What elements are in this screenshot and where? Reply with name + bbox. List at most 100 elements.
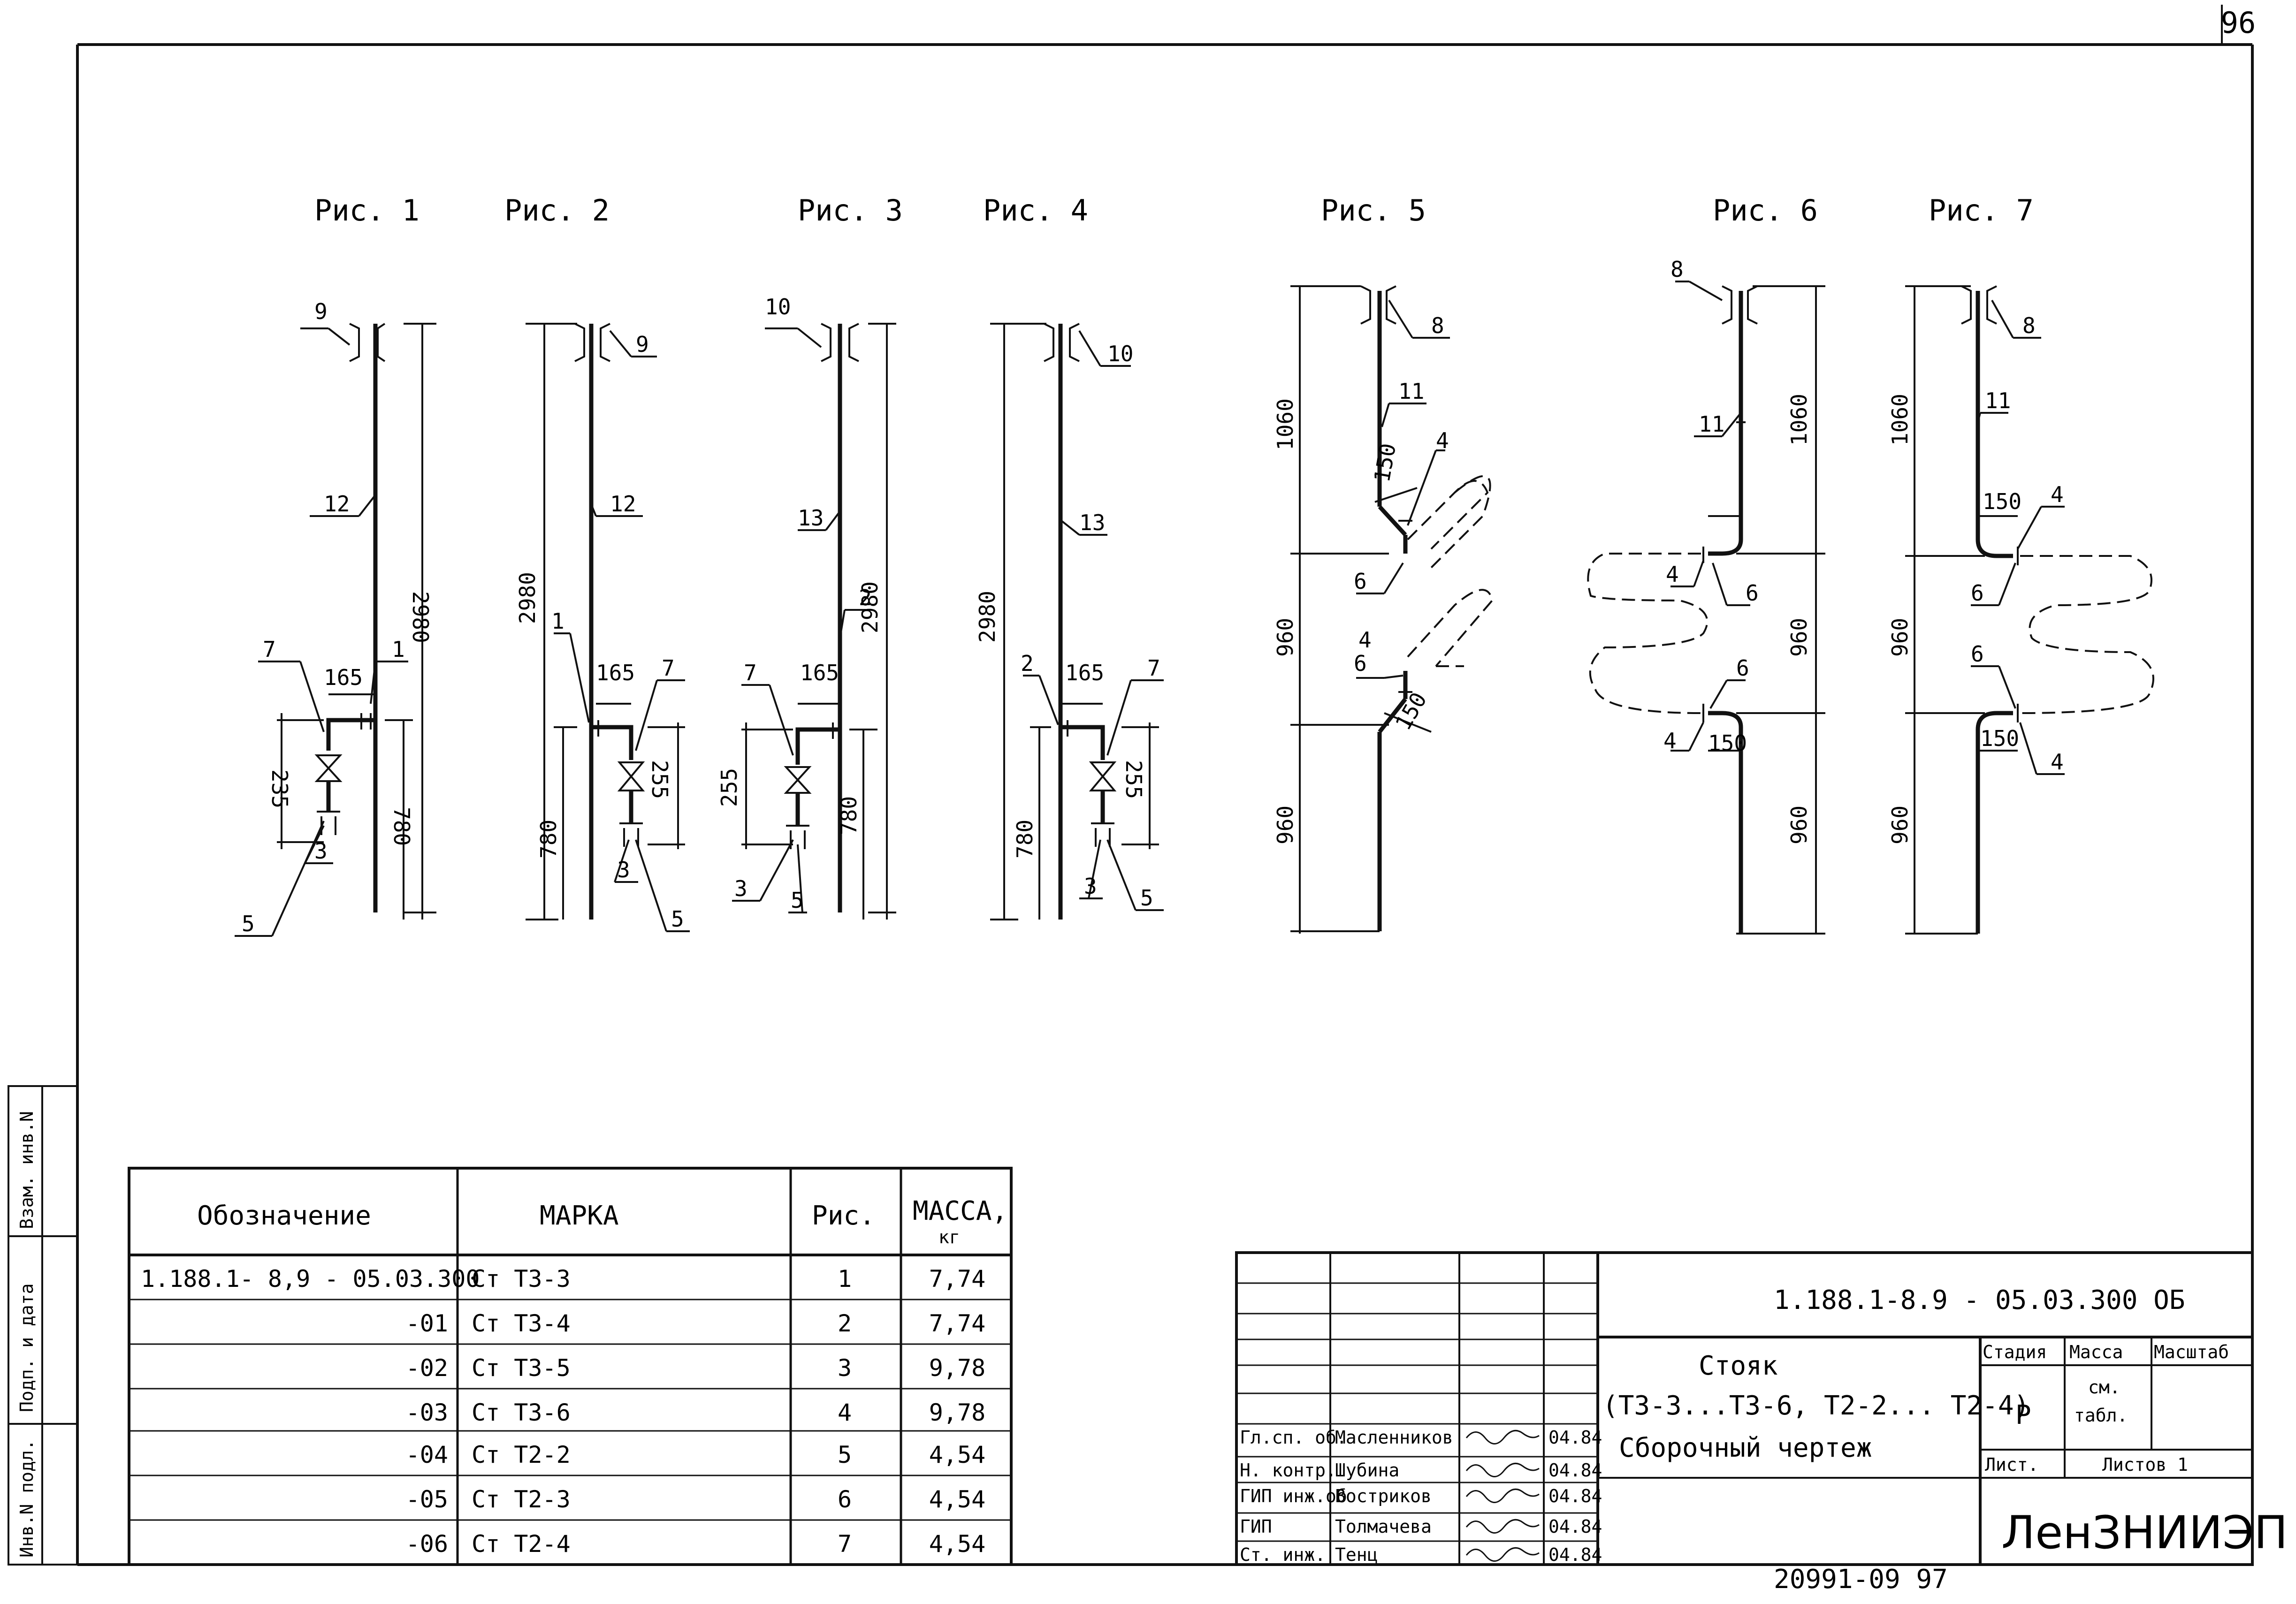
spec-row-mark: Ст Т3-3 bbox=[472, 1265, 571, 1292]
title-block-grid bbox=[1235, 1251, 2254, 1566]
figure-1-label-top: 9 bbox=[314, 299, 328, 324]
staff-date: 04.84 bbox=[1548, 1486, 1602, 1506]
figure-2-dim-low: 780 bbox=[536, 820, 561, 859]
figure-1-dim-valve: 235 bbox=[267, 769, 292, 808]
figure-1-label-valve: 7 bbox=[263, 637, 276, 662]
figure-6-dim-d3: 960 bbox=[1786, 806, 1812, 844]
staff-name: Масленников bbox=[1335, 1427, 1453, 1448]
figure-1-dim-offset: 165 bbox=[324, 665, 363, 690]
figure-6-label-b1: 4 bbox=[1666, 562, 1679, 587]
staff-name: Толмачева bbox=[1335, 1516, 1432, 1537]
spec-row-fig: 2 bbox=[838, 1310, 852, 1337]
figure-7-dim-d2: 960 bbox=[1887, 618, 1913, 657]
sheet-label: Лист. bbox=[1985, 1454, 2038, 1475]
spec-row-mark: Ст Т2-2 bbox=[472, 1441, 571, 1468]
figure-3-dim-offset: 165 bbox=[800, 660, 839, 685]
figure-5-dim-d2: 960 bbox=[1273, 618, 1298, 657]
spec-row-mass: 4,54 bbox=[929, 1486, 985, 1513]
figure-6-label-top: 8 bbox=[1671, 257, 1684, 282]
figure-2 bbox=[526, 323, 690, 932]
staff-role: ГИП bbox=[1240, 1516, 1272, 1537]
figure-4-dim-offset: 165 bbox=[1065, 660, 1104, 685]
figure-7-label-b2: 6 bbox=[1971, 580, 1984, 606]
figure-1-label-p5: 5 bbox=[242, 911, 255, 936]
figure-7-label-b4: 4 bbox=[2051, 749, 2064, 775]
figure-7-dim-off1: 150 bbox=[1983, 489, 2021, 514]
spec-row-fig: 4 bbox=[838, 1399, 852, 1426]
staff-date: 04.84 bbox=[1548, 1544, 1602, 1565]
figure-7-dim-d1: 1060 bbox=[1887, 394, 1913, 446]
signature-mark bbox=[1465, 1547, 1540, 1562]
figure-4-label-valve: 7 bbox=[1147, 655, 1160, 681]
page-number: 96 bbox=[2221, 6, 2256, 40]
spec-row-mark: Ст Т2-3 bbox=[472, 1486, 571, 1513]
spec-header-designation: Обозначение bbox=[197, 1201, 371, 1231]
figure-4 bbox=[990, 323, 1164, 920]
organization-logo: ЛенЗНИИЭП bbox=[2001, 1506, 2288, 1559]
figure-1 bbox=[235, 323, 436, 937]
figure-4-title: Рис. 4 bbox=[983, 193, 1088, 228]
spec-row-designation: -05 bbox=[406, 1486, 448, 1513]
spec-header-mass: МАССА, bbox=[913, 1196, 1007, 1226]
spec-row-fig: 7 bbox=[838, 1530, 852, 1558]
figure-2-title: Рис. 2 bbox=[504, 193, 610, 228]
spec-row-designation: -06 bbox=[406, 1530, 448, 1558]
spec-header-mass-unit: кг bbox=[938, 1227, 960, 1247]
figure-2-label-p3: 3 bbox=[617, 857, 630, 882]
doc-name-line3: Сборочный чертеж bbox=[1619, 1433, 1872, 1463]
figure-4-dim-low: 780 bbox=[1012, 820, 1037, 859]
signature-mark bbox=[1465, 1488, 1540, 1503]
figure-5-label-b4: 6 bbox=[1354, 651, 1367, 676]
figure-3-label-top: 10 bbox=[765, 294, 791, 319]
figure-5-dim-off2: 150 bbox=[1390, 688, 1432, 735]
mass-header: Масса bbox=[2069, 1342, 2123, 1362]
spec-row-mass: 9,78 bbox=[929, 1399, 985, 1426]
doc-name-line2: (Т3-3...Т3-6, Т2-2... Т2-4) bbox=[1602, 1391, 2029, 1421]
figure-2-dim-valve: 255 bbox=[647, 760, 672, 799]
figure-4-dim-valve: 255 bbox=[1121, 760, 1146, 799]
spec-row-fig: 1 bbox=[838, 1265, 852, 1292]
figure-3-label-p5: 5 bbox=[791, 888, 804, 913]
figure-1-label-pipe: 12 bbox=[324, 491, 350, 517]
figure-6-label-b4: 4 bbox=[1663, 728, 1677, 753]
figure-4-label-tee: 2 bbox=[1021, 651, 1034, 676]
staff-role: Н. контр. bbox=[1240, 1460, 1336, 1481]
staff-date: 04.84 bbox=[1548, 1516, 1602, 1537]
figure-6-label-b3: 6 bbox=[1736, 655, 1749, 681]
spec-row-fig: 5 bbox=[838, 1441, 852, 1468]
spec-row-mark: Ст Т3-4 bbox=[472, 1310, 571, 1337]
figure-4-label-p5: 5 bbox=[1140, 885, 1153, 911]
figure-5-dim-off1: 150 bbox=[1369, 441, 1401, 484]
signature-mark bbox=[1465, 1519, 1540, 1534]
staff-role: Ст. инж. bbox=[1240, 1544, 1326, 1565]
figure-6-title: Рис. 6 bbox=[1713, 193, 1818, 228]
figure-6-dim-d1: 1060 bbox=[1786, 394, 1812, 446]
figure-3-label-valve: 7 bbox=[744, 660, 757, 685]
figure-7-label-top: 8 bbox=[2022, 313, 2036, 338]
figure-2-label-pipe: 12 bbox=[610, 491, 636, 517]
side-stamp-inv: Инв.N подл. bbox=[16, 1439, 37, 1558]
figure-4-label-top: 10 bbox=[1107, 341, 1133, 366]
mass-value-1: см. bbox=[2088, 1377, 2121, 1398]
figure-7-dim-d3: 960 bbox=[1887, 806, 1913, 844]
figure-7-title: Рис. 7 bbox=[1929, 193, 2034, 228]
signature-mark bbox=[1465, 1462, 1540, 1477]
figure-4-dim-total: 2980 bbox=[975, 591, 1000, 643]
figure-2-label-valve: 7 bbox=[662, 655, 675, 681]
spec-row-designation: -01 bbox=[406, 1310, 448, 1337]
spec-row-designation: 1.188.1- 8,9 - 05.03.300 bbox=[141, 1265, 480, 1292]
stage-header: Стадия bbox=[1983, 1342, 2047, 1362]
staff-name: Востриков bbox=[1335, 1486, 1432, 1506]
figure-6-dim-off2: 150 bbox=[1708, 730, 1747, 756]
figure-3-dim-low: 780 bbox=[836, 796, 862, 835]
figure-5-label-b1: 4 bbox=[1436, 428, 1449, 453]
side-stamp-replace: Взам. инв.N bbox=[16, 1111, 37, 1229]
staff-date: 04.84 bbox=[1548, 1460, 1602, 1481]
staff-date: 04.84 bbox=[1548, 1427, 1602, 1448]
spec-row-mass: 7,74 bbox=[929, 1265, 985, 1292]
figure-7-label-b3: 6 bbox=[1971, 641, 1984, 667]
figure-2-label-p5: 5 bbox=[671, 906, 684, 932]
figure-3-label-tee: 2 bbox=[859, 585, 872, 610]
doc-code: 1.188.1-8.9 - 05.03.300 ОБ bbox=[1774, 1285, 2185, 1315]
